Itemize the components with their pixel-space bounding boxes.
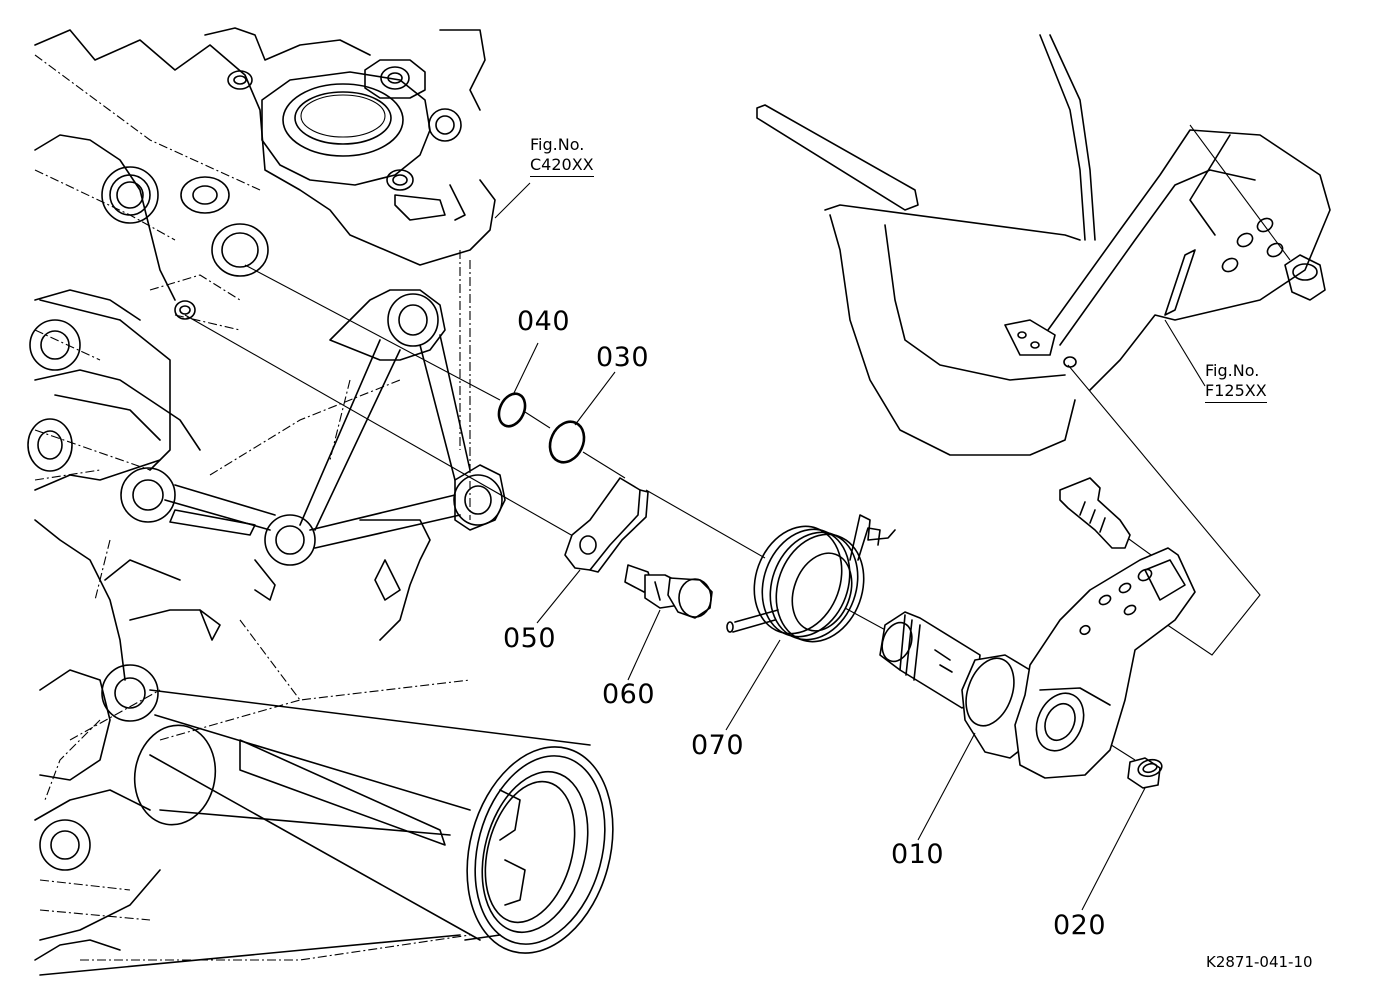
transmission-case — [27, 27, 614, 976]
pin-060 — [624, 564, 713, 619]
part-label-060: 060 — [602, 679, 656, 710]
figure-ref-f125-line1: Fig.No. — [1205, 361, 1260, 380]
figure-ref-c420-code: C420XX — [530, 155, 594, 177]
o-ring-030 — [548, 420, 586, 464]
figure-ref-c420-line1: Fig.No. — [530, 135, 585, 154]
figure-ref-f125: Fig.No. F125XX — [1205, 361, 1267, 403]
leader-lines — [494, 182, 1206, 911]
part-label-040: 040 — [517, 306, 571, 337]
part-label-050: 050 — [503, 623, 557, 654]
pedal-assembly — [756, 34, 1331, 456]
bushing-020 — [1127, 757, 1163, 789]
plate-050 — [564, 477, 649, 573]
spring-070 — [726, 514, 896, 643]
o-ring-040 — [497, 392, 527, 428]
figure-ref-c420: Fig.No. C420XX — [530, 135, 594, 177]
bolt — [1059, 477, 1131, 549]
part-label-010: 010 — [891, 839, 945, 870]
part-label-030: 030 — [596, 342, 650, 373]
lever-shaft-010 — [879, 547, 1196, 779]
drawing-code: K2871-041-10 — [1206, 953, 1313, 971]
figure-ref-f125-code: F125XX — [1205, 381, 1267, 403]
part-label-020: 020 — [1053, 910, 1107, 941]
part-label-070: 070 — [691, 730, 745, 761]
